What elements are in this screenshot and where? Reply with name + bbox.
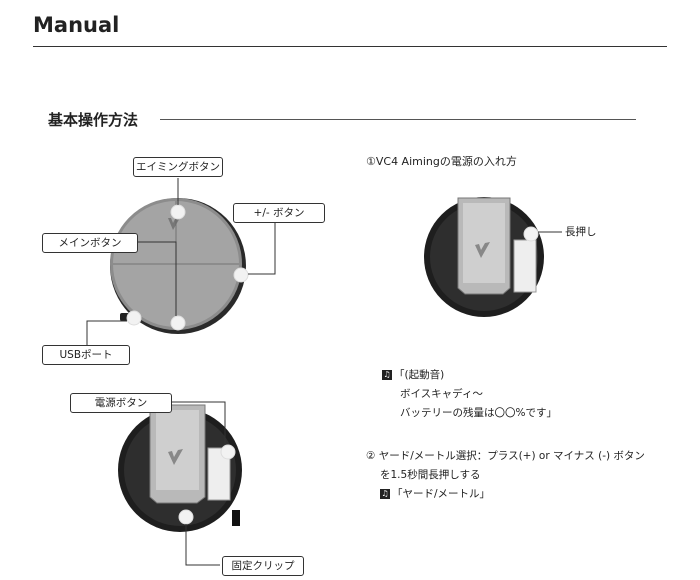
fixed-clip-label: 固定クリップ [222, 556, 304, 576]
yard-meter-sound-text: 「ヤード/メートル」 [392, 488, 491, 500]
power-on-title: ①VC4 Aimingの電源の入れ方 [366, 155, 517, 168]
note-icon: ♫ [382, 370, 392, 380]
yard-meter-sound: ♫「ヤード/メートル」 [380, 486, 490, 501]
startup-sound-header: ♫「(起動音) [382, 367, 444, 382]
main-button-label: メインボタン [42, 233, 138, 253]
page-title: Manual [33, 13, 120, 37]
usb-port-label: USBポート [42, 345, 130, 365]
plus-minus-button-label: +/- ボタン [233, 203, 325, 223]
startup-sound-line2: バッテリーの残量は〇〇%です」 [400, 407, 557, 419]
yard-meter-instruction: ② ヤード/メートル選択：プラス(+) or マイナス (-) ボタン [366, 450, 645, 462]
yard-meter-instruction-2: を1.5秒間長押しする [380, 469, 481, 481]
v-logo-icon [168, 216, 181, 230]
section-divider [160, 119, 636, 120]
aiming-button-label: エイミングボタン [133, 157, 223, 177]
startup-sound-line1: ボイスキャディ～ [400, 388, 483, 400]
long-press-label: 長押し [565, 226, 597, 238]
title-divider [33, 46, 667, 47]
power-button-label: 電源ボタン [70, 393, 172, 413]
startup-sound-text: 「(起動音) [394, 369, 445, 381]
note-icon: ♫ [380, 489, 390, 499]
section-heading: 基本操作方法 [48, 111, 139, 129]
